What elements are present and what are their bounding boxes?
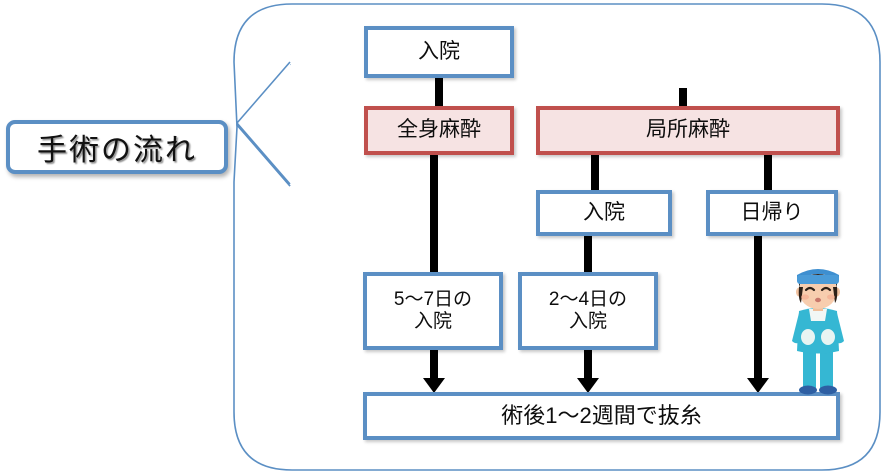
node-local-anesthesia-label: 局所麻酔 [646, 118, 730, 142]
callout-label-text: 手術の流れ [37, 134, 197, 167]
arrowhead-dayvisit [747, 378, 769, 393]
node-admission-local-label: 入院 [583, 200, 625, 224]
node-suture-removal[interactable]: 術後1〜2週間で抜糸 [363, 392, 840, 440]
node-general-anesthesia[interactable]: 全身麻酔 [364, 106, 514, 155]
connector-general-to-stay57 [430, 155, 438, 273]
surgeon-illustration [792, 269, 844, 395]
node-general-anesthesia-label: 全身麻酔 [397, 118, 481, 142]
callout-label-box: 手術の流れ [6, 120, 228, 174]
connector-local-to-admission [591, 155, 599, 191]
connector-admission-to-local-vertical [679, 88, 687, 111]
node-suture-removal-label: 術後1〜2週間で抜糸 [501, 403, 702, 429]
node-stay-5-7-label: 5〜7日の 入院 [393, 288, 473, 332]
node-admission-top[interactable]: 入院 [364, 26, 514, 78]
node-day-surgery[interactable]: 日帰り [706, 190, 838, 236]
node-stay-2-4-label: 2〜4日の 入院 [548, 288, 628, 332]
node-admission-local[interactable]: 入院 [536, 190, 672, 236]
node-stay-2-4[interactable]: 2〜4日の 入院 [518, 272, 658, 350]
connector-stay24-to-suture [584, 350, 592, 380]
connector-stay57-to-suture [430, 350, 438, 380]
arrowhead-stay24 [577, 378, 599, 393]
connector-dayvisit-to-suture [754, 236, 762, 380]
connector-local-to-dayvisit [764, 155, 772, 191]
node-day-surgery-label: 日帰り [740, 200, 804, 224]
callout-tail [236, 61, 291, 185]
arrowhead-stay57 [423, 378, 445, 393]
connector-admission-to-stay24 [584, 236, 592, 273]
node-admission-top-label: 入院 [418, 39, 460, 63]
connector-admission-to-general [435, 78, 443, 111]
node-local-anesthesia[interactable]: 局所麻酔 [536, 106, 840, 155]
node-stay-5-7[interactable]: 5〜7日の 入院 [363, 272, 503, 350]
